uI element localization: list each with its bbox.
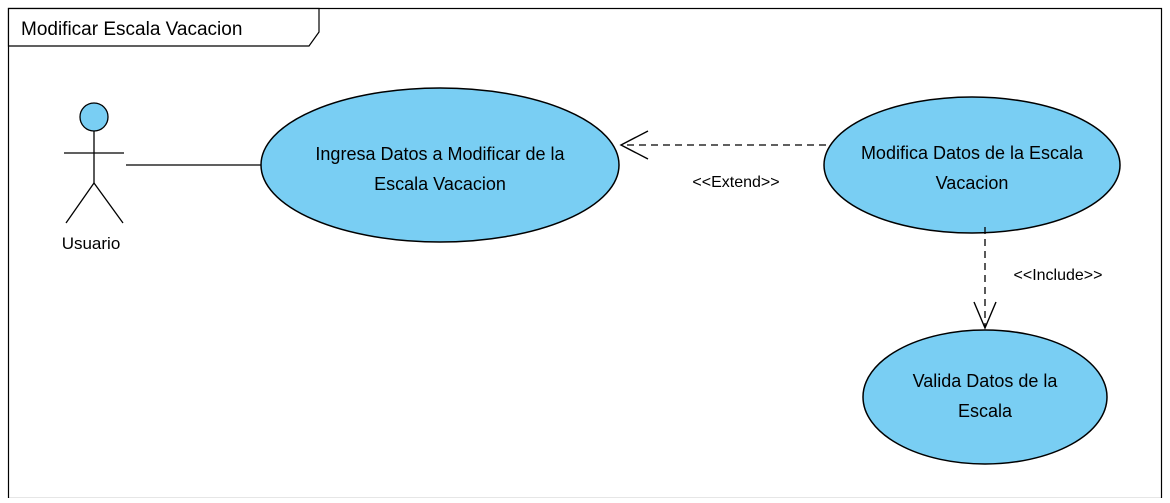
- use-case-label-line-2: Escala: [958, 401, 1013, 421]
- use-case-modifica-datos[interactable]: Modifica Datos de la Escala Vacacion: [823, 96, 1121, 234]
- use-case-valida-datos[interactable]: Valida Datos de la Escala: [862, 329, 1108, 465]
- include-label: <<Include>>: [1014, 267, 1103, 284]
- extend-relationship: <<Extend>>: [619, 130, 826, 191]
- use-case-ellipse: [862, 329, 1108, 465]
- actor-name: Usuario: [62, 234, 121, 253]
- extend-label: <<Extend>>: [692, 174, 779, 191]
- use-case-label-line-1: Valida Datos de la: [913, 371, 1059, 391]
- frame-title: Modificar Escala Vacacion: [21, 19, 242, 40]
- include-arrowhead-icon: [973, 301, 997, 330]
- use-case-label-line-1: Ingresa Datos a Modificar de la: [315, 144, 565, 164]
- frame-title-tab: [7, 7, 320, 47]
- stick-figure-icon: [64, 102, 124, 224]
- actor-usuario[interactable]: Usuario: [62, 102, 124, 253]
- extend-arrowhead-icon: [619, 130, 649, 160]
- use-case-ingresa-datos[interactable]: Ingresa Datos a Modificar de la Escala V…: [260, 87, 620, 243]
- use-case-label-line-2: Vacacion: [936, 173, 1009, 193]
- use-case-label-line-1: Modifica Datos de la Escala: [861, 143, 1084, 163]
- use-case-ellipse: [260, 87, 620, 243]
- use-case-ellipse: [823, 96, 1121, 234]
- actor-head: [79, 102, 109, 132]
- actor-right-leg: [93, 182, 124, 224]
- use-case-label-line-2: Escala Vacacion: [374, 174, 506, 194]
- actor-left-leg: [65, 182, 95, 224]
- include-relationship: <<Include>>: [973, 227, 1103, 330]
